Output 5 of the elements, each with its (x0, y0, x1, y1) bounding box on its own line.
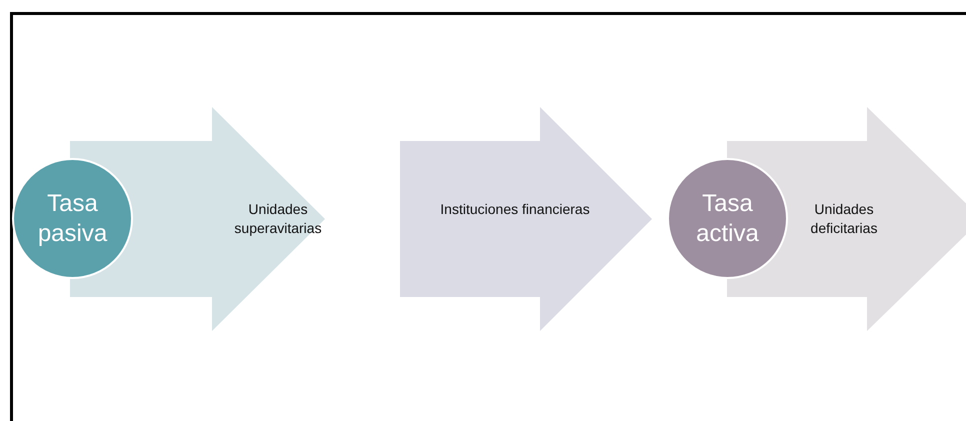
rate-label: Tasa pasiva (36, 188, 108, 248)
rate-label: Tasa activa (695, 188, 760, 248)
stage-label: Unidades superavitarias (233, 200, 323, 238)
stage-label: Instituciones financieras (439, 200, 591, 219)
stage-label: Unidades deficitarias (810, 200, 878, 238)
